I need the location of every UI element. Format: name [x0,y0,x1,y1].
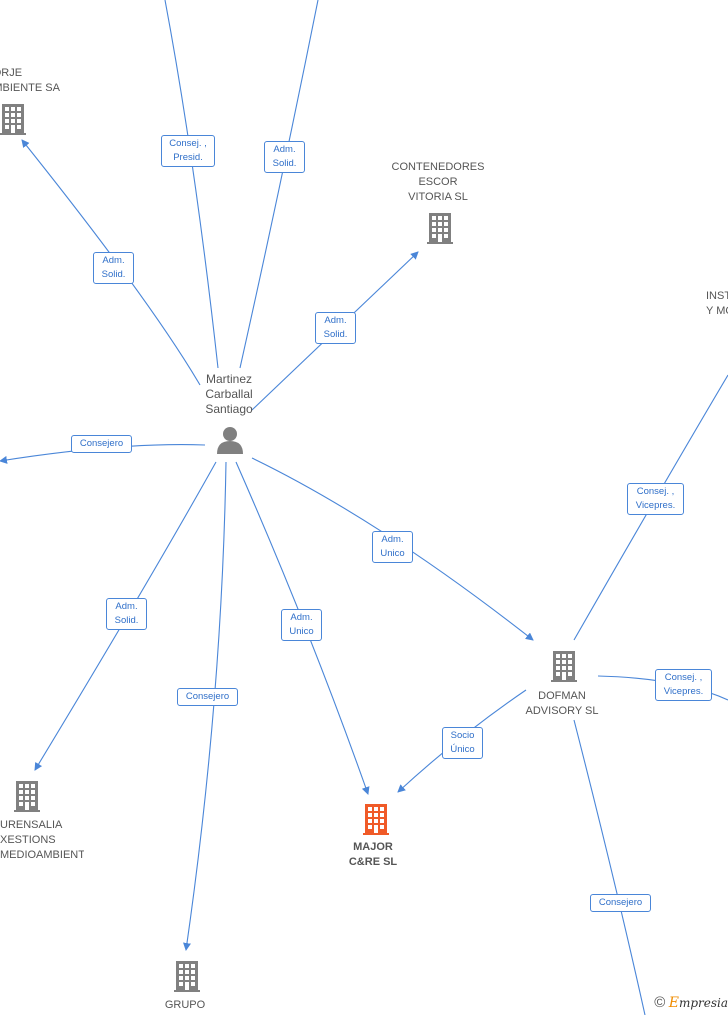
dofman-building-icon [551,651,577,682]
company-label-forje[interactable]: FORJE AMBIENTE SA [0,67,60,94]
person-icon [217,427,243,454]
contenedores-building-icon [427,213,453,244]
edge-adm-solid-top [239,0,319,369]
company-label-grupo[interactable]: GRUPO [164,999,206,1011]
forje-building-icon [0,104,26,135]
relation-consejero-grupo[interactable]: Consejero [177,688,238,706]
relation-consejero-left[interactable]: Consejero [71,435,132,453]
company-label-dofman[interactable]: DOFMAN ADVISORY SL [525,690,599,717]
edge-consej-presid [164,0,219,369]
relation-adm-unico-major[interactable]: Adm. Unico [281,609,322,641]
relation-adm-solid-urensalia[interactable]: Adm. Solid. [106,598,147,630]
relation-consej-presid[interactable]: Consej. , Presid. [161,135,215,167]
relation-socio-unico[interactable]: Socio Único [442,727,483,759]
urensalia-building-icon [14,781,40,812]
grupo-building-icon [174,961,200,992]
person-name: Martinez Carballal Santiago [205,372,253,416]
relation-consejero-bottom[interactable]: Consejero [590,894,651,912]
edge-consejero-grupo [183,461,227,951]
company-label-contenedores[interactable]: CONTENEDORES ESCOR VITORIA SL [391,161,485,203]
company-label-inst[interactable]: INST Y MO [706,290,728,317]
major-building-icon [363,804,389,835]
company-label-urensalia[interactable]: URENSALIA XESTIONS MEDIOAMBIENTAIS SL [0,819,84,861]
brand-initial: E [668,995,679,1011]
relation-adm-solid-top[interactable]: Adm. Solid. [264,141,305,173]
edge-consejero-bottom [573,719,646,1015]
brand-rest: mpresia [678,996,728,1010]
empresia-credit[interactable]: © Empresia [654,994,728,1011]
copyright-icon: © [654,994,666,1011]
relation-adm-solid-forje[interactable]: Adm. Solid. [93,252,134,284]
relation-consej-vicepres-right[interactable]: Consej. , Vicepres. [655,669,712,701]
company-label-major[interactable]: MAJOR C&RE SL [348,841,398,868]
relation-adm-unico-dofman[interactable]: Adm. Unico [372,531,413,563]
relation-consej-vicepres-inst[interactable]: Consej. , Vicepres. [627,483,684,515]
relation-adm-solid-contenedores[interactable]: Adm. Solid. [315,312,356,344]
